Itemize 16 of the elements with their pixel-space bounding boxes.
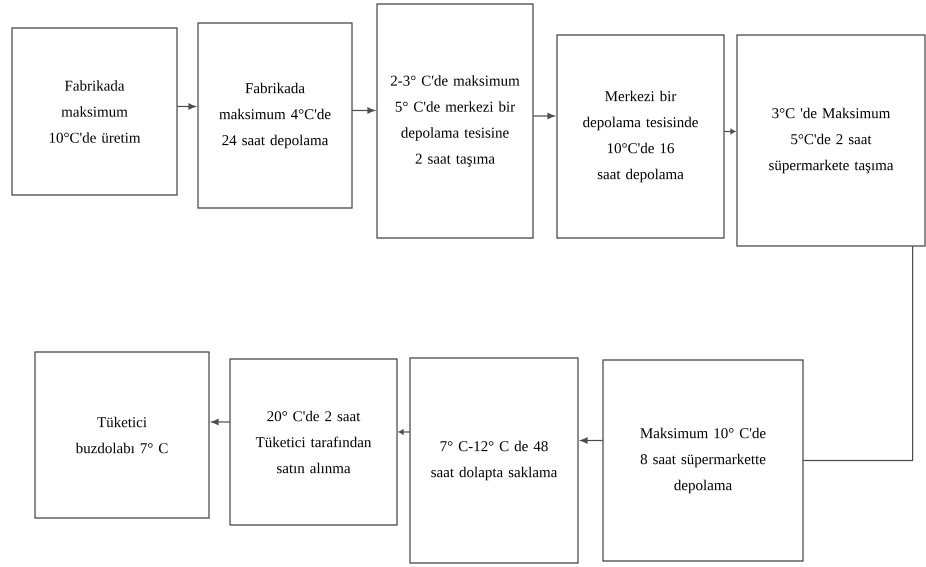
process-box: Fabrikada maksimum 4°C'de 24 saat depolama (197, 22, 353, 209)
process-box: 2-3° C'de maksimum 5° C'de merkezi bir depolama tesisine 2 saat taşıma (376, 3, 534, 239)
arrow (724, 128, 736, 134)
arrow (178, 103, 196, 110)
arrow (580, 437, 602, 444)
process-box: Maksimum 10° C'de 8 saat süpermarkette depolama (602, 359, 804, 562)
arrow (211, 418, 230, 426)
process-box: Merkezi bir depolama tesisinde 10°C'de 16 saat depolama (556, 34, 725, 239)
process-box: Tüketici buzdolabı 7° C (34, 351, 210, 519)
process-box: Fabrikada maksimum 10°C'de üretim (11, 27, 178, 196)
process-box: 7° C-12° C de 48 saat dolapta saklama (409, 357, 579, 564)
arrow (534, 112, 555, 120)
arrow (352, 107, 375, 114)
arrow (398, 429, 410, 435)
process-box: 20° C'de 2 saat Tüketici tarafından satın alınma (229, 358, 398, 526)
process-box: 3°C 'de Maksimum 5°C'de 2 saat süpermarkete taşıma (736, 34, 926, 247)
